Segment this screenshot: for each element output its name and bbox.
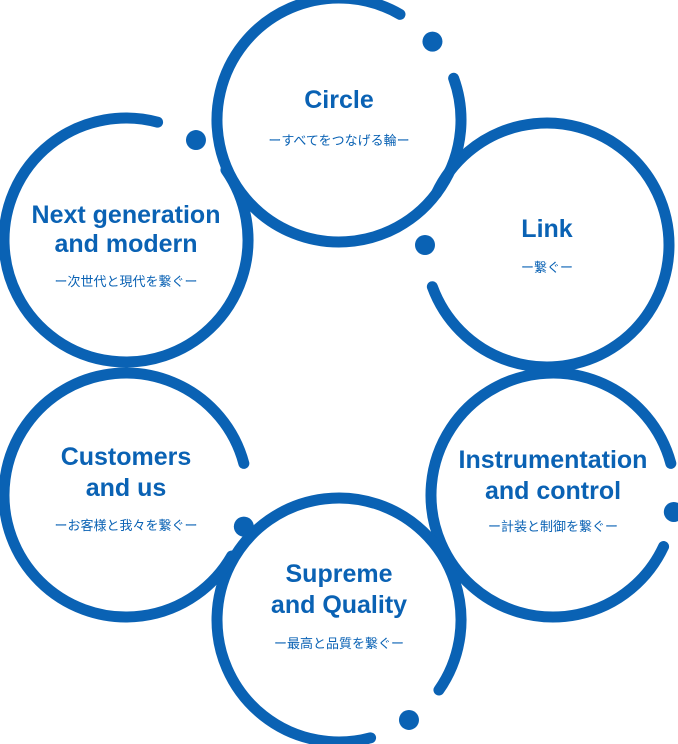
node-title-customers: and us bbox=[86, 474, 167, 502]
ring-dot-instrumentation bbox=[663, 501, 678, 522]
ring-dot-customers bbox=[233, 516, 254, 537]
node-title-next-generation: and modern bbox=[54, 230, 197, 258]
node-title-supreme: and Quality bbox=[271, 591, 407, 619]
node-title-link: Link bbox=[521, 215, 572, 243]
ring-dot-link bbox=[415, 235, 435, 255]
node-title-instrumentation: Instrumentation bbox=[459, 446, 648, 474]
labels-layer: Circle ーすべてをつなげる輪ー Link ー繋ぐー Instrumentation… bbox=[32, 86, 648, 652]
ring-instrumentation bbox=[425, 367, 677, 623]
ring-supreme bbox=[211, 492, 467, 744]
ring-dot-supreme bbox=[398, 709, 419, 730]
node-subtitle-link: ー繋ぐー bbox=[521, 260, 573, 276]
ring-dot-next-generation bbox=[185, 130, 206, 151]
node-title-supreme: Supreme bbox=[286, 560, 393, 588]
node-subtitle-next-generation: ー次世代と現代を繋ぐー bbox=[54, 274, 197, 290]
ring-link bbox=[426, 117, 675, 373]
ring-dot-circle bbox=[422, 31, 443, 52]
node-subtitle-instrumentation: ー計装と制御を繋ぐー bbox=[488, 519, 618, 535]
node-subtitle-supreme: ー最高と品質を繋ぐー bbox=[274, 636, 404, 652]
ring-customers bbox=[0, 367, 250, 623]
node-title-customers: Customers bbox=[61, 443, 192, 471]
node-title-instrumentation: and control bbox=[485, 477, 621, 505]
node-subtitle-circle: ーすべてをつなげる輪ー bbox=[268, 133, 409, 149]
node-title-circle: Circle bbox=[304, 86, 374, 114]
dots-layer bbox=[185, 31, 678, 730]
ring-next-generation bbox=[0, 112, 254, 368]
node-title-next-generation: Next generation bbox=[32, 201, 221, 229]
node-subtitle-customers: ーお客様と我々を繋ぐー bbox=[54, 518, 197, 534]
